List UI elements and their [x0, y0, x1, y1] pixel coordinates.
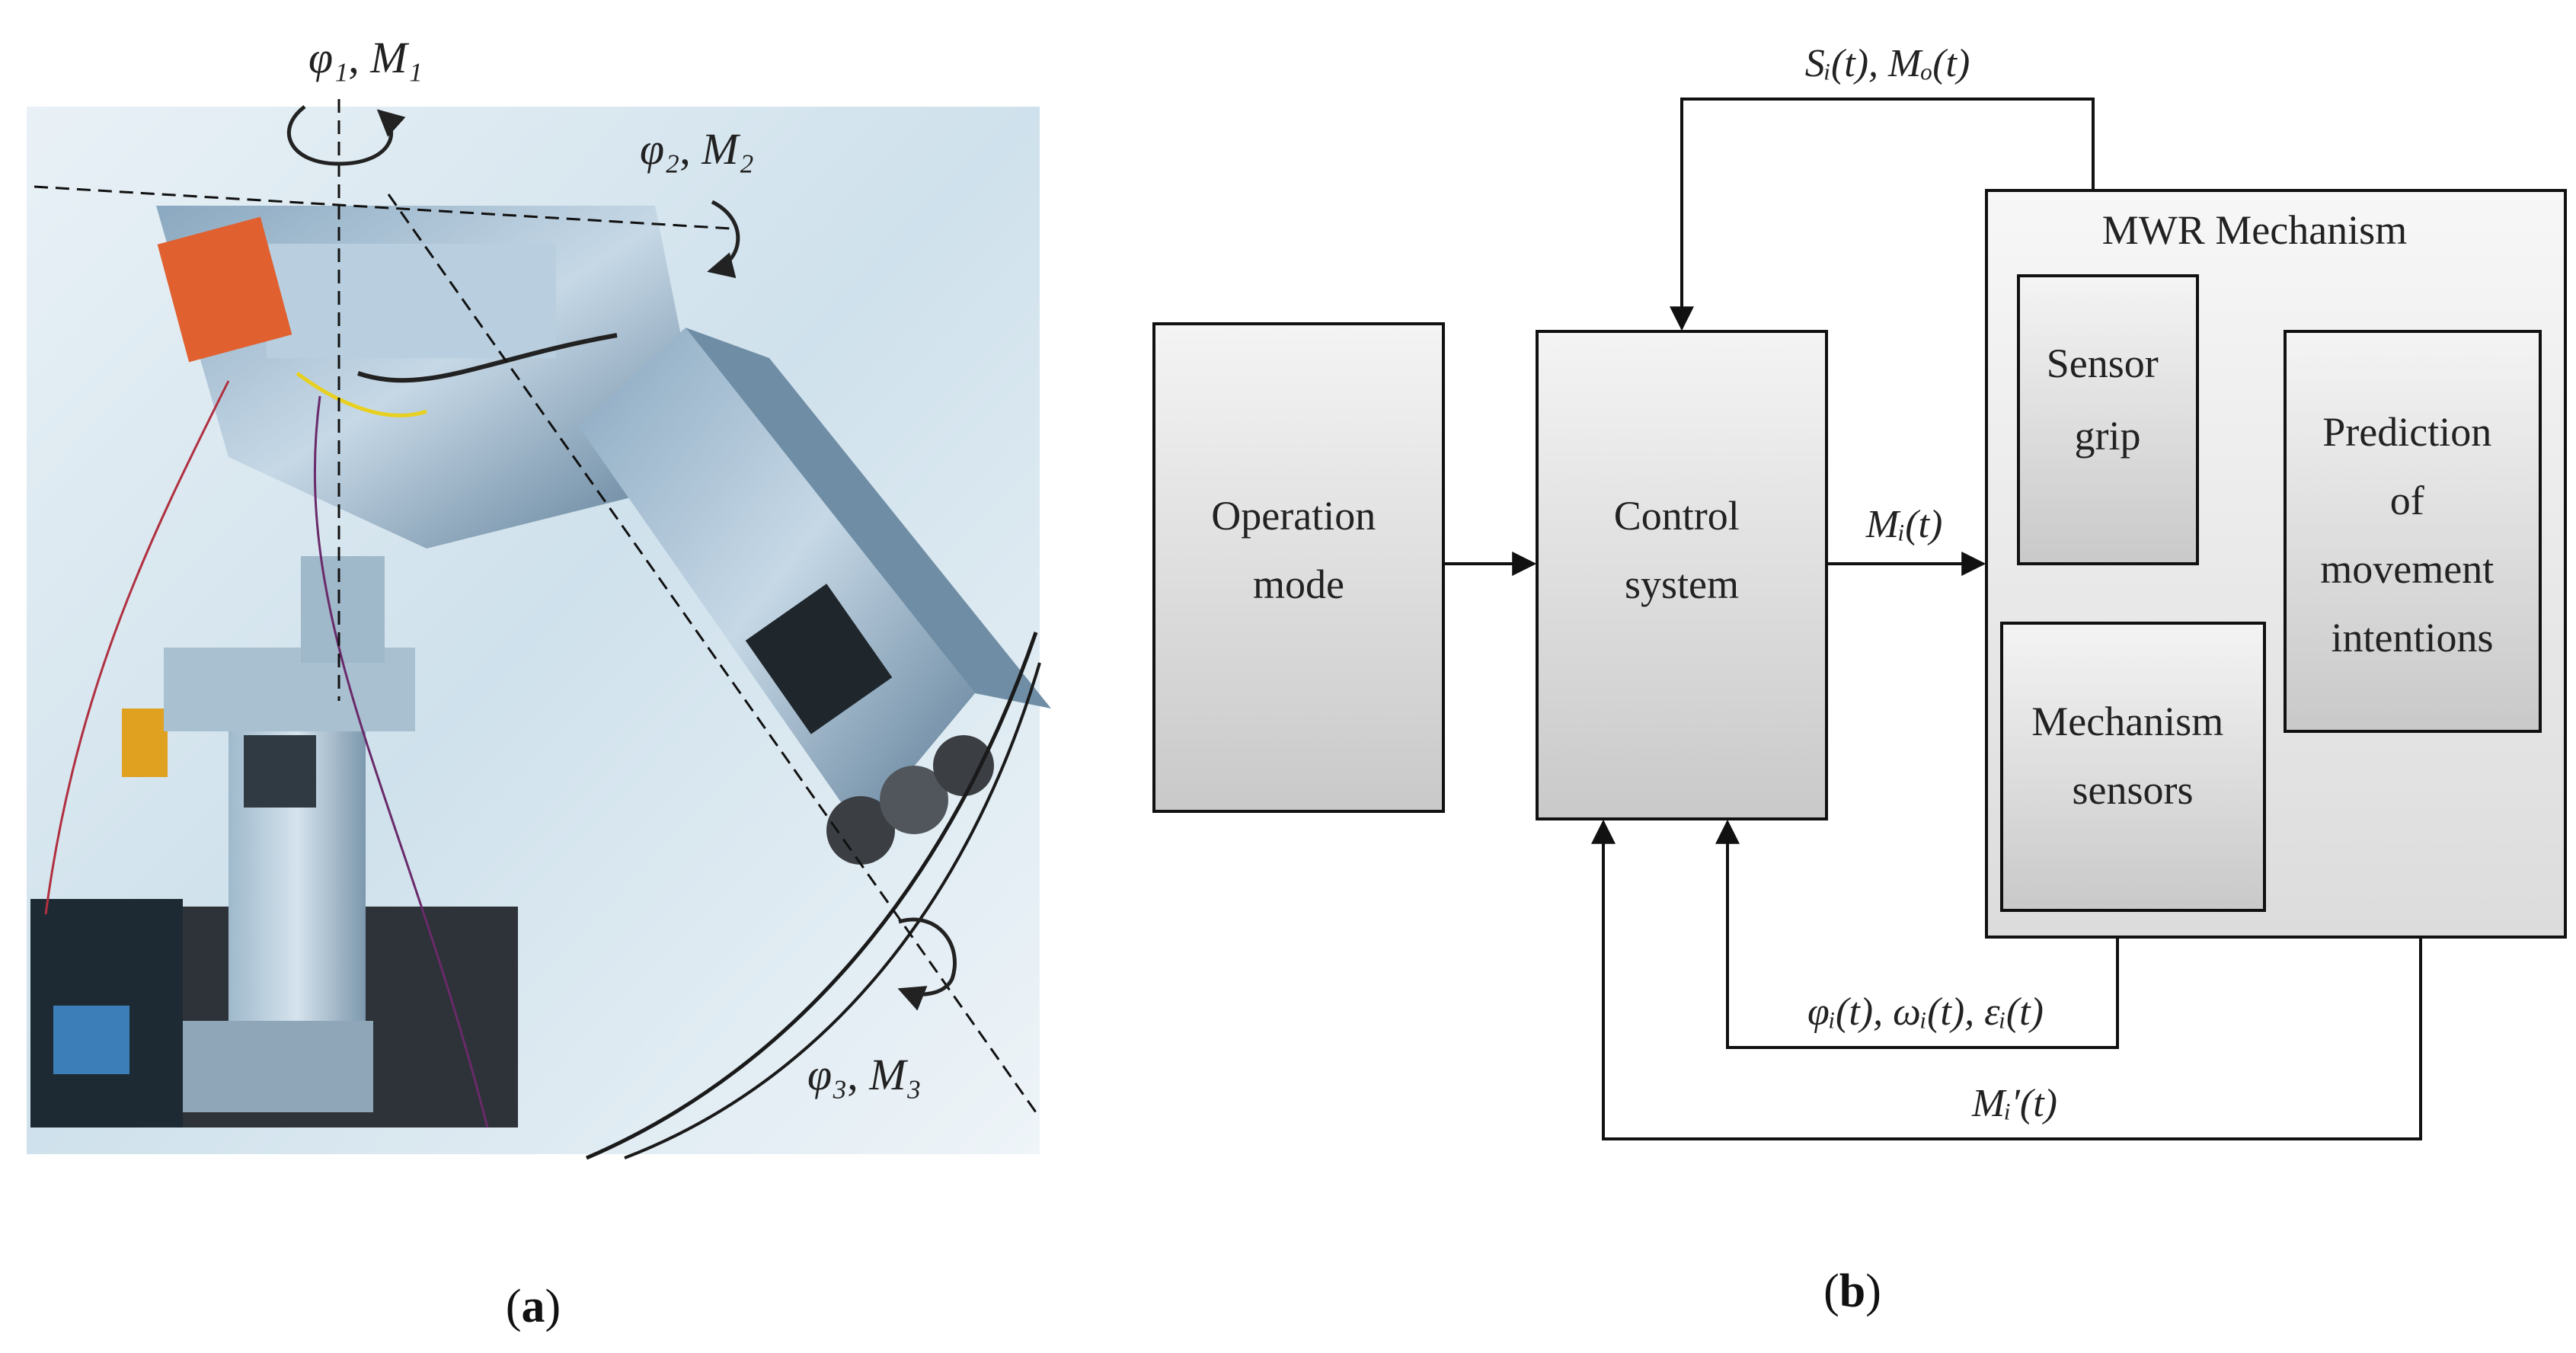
- rotation-arrow-3-icon: [897, 917, 957, 1011]
- shoulder-block: [267, 244, 556, 358]
- joint-label-3: φ₃, M₃: [807, 1050, 922, 1099]
- battery-pack: [122, 708, 168, 777]
- signal-mi-label: Mᵢ(t): [1865, 503, 1943, 546]
- joint-label-1: φ₁, M₁: [308, 33, 423, 82]
- mechanism-sensors-label: Mechanism sensors: [2031, 699, 2233, 813]
- forearm-link: [579, 328, 975, 830]
- cable-4: [44, 380, 230, 915]
- mwr-mechanism-title: MWR Mechanism: [2102, 207, 2407, 253]
- block-diagram: Operation mode Control system MWR Mechan…: [1152, 42, 2567, 1140]
- wrist-gear-3: [933, 735, 994, 796]
- robot-shaft: [301, 556, 385, 663]
- orange-module: [157, 216, 292, 363]
- axis-3: [387, 194, 1037, 1113]
- arrow-kinematics-feedback: [1715, 819, 2119, 1049]
- operation-mode-label: Operation mode: [1211, 493, 1385, 607]
- cable-2: [624, 662, 1041, 1159]
- cable-1: [586, 632, 1038, 1160]
- joint-label-2: φ₂, M₂: [640, 124, 754, 174]
- axis-2: [34, 185, 732, 230]
- forearm-opening: [745, 584, 893, 734]
- forearm-side: [686, 328, 1051, 708]
- caption-a: (a): [506, 1281, 561, 1332]
- caption-b: (b): [1823, 1265, 1881, 1317]
- robot-base-block: [183, 1021, 373, 1112]
- sensor-grip-label: Sensor grip: [2047, 341, 2169, 459]
- cable-5: [313, 395, 489, 1128]
- rotation-arrow-2-icon: [707, 200, 740, 279]
- controller-chip: [53, 1006, 129, 1074]
- cable-6: [296, 371, 427, 417]
- prediction-label: Prediction of movement intentions: [2320, 409, 2504, 661]
- column-window: [244, 735, 316, 808]
- signal-mi-prime-label: Mᵢ′(t): [1971, 1082, 2057, 1125]
- signal-top-label: Sᵢ(t), Mₒ(t): [1805, 42, 1970, 85]
- arrow-top-feedback: [1670, 98, 2095, 331]
- arrow-mi-prime-feedback: [1591, 819, 2422, 1140]
- rotation-arrow-1-icon: [287, 105, 406, 166]
- control-system-box: [1536, 330, 1828, 820]
- sensor-grip-box: [2017, 274, 2199, 565]
- robot-photo: φ₁, M₁ φ₂, M₂ φ₃, M₃: [27, 33, 1051, 1160]
- prediction-box: [2284, 330, 2542, 733]
- control-system-label: Control system: [1614, 493, 1750, 607]
- wrist-gear-1: [826, 796, 895, 865]
- operation-mode-box: [1152, 322, 1445, 813]
- cable-3: [357, 333, 618, 383]
- signal-kinematics-label: φᵢ(t), ωᵢ(t), εᵢ(t): [1807, 990, 2044, 1034]
- mechanism-sensors-box: [2000, 622, 2266, 912]
- wrist-gear-2: [880, 766, 948, 834]
